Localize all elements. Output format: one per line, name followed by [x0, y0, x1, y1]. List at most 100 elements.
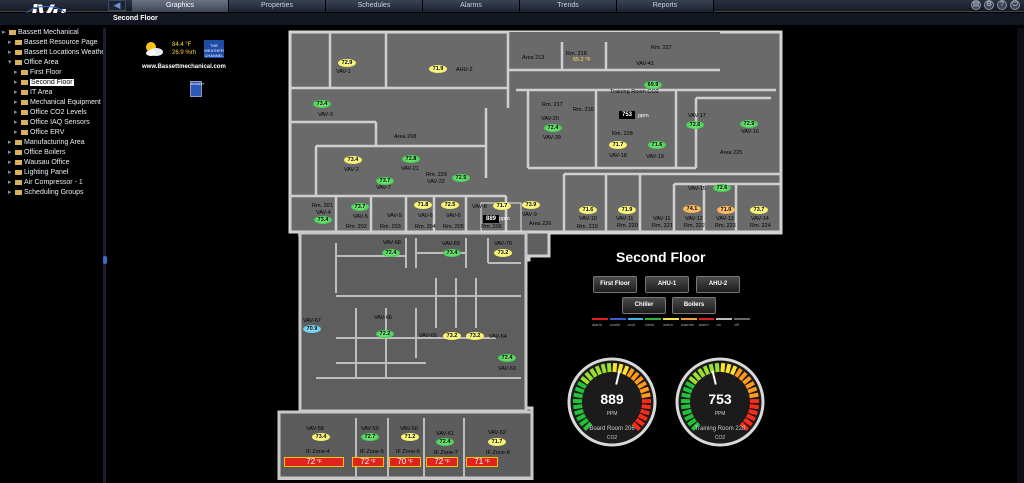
room-label: VAV-67: [303, 318, 321, 324]
collapse-handle-icon[interactable]: [103, 256, 107, 264]
expand-icon[interactable]: ▸: [14, 119, 18, 126]
expand-icon[interactable]: ▸: [8, 139, 12, 146]
temperature-pill[interactable]: 71.6: [579, 206, 597, 214]
temperature-pill[interactable]: 72.4: [544, 124, 562, 132]
help-icon[interactable]: ?: [997, 0, 1007, 10]
temperature-pill[interactable]: 73.4: [344, 156, 362, 164]
temperature-pill[interactable]: 72.7: [361, 433, 379, 441]
temperature-pill[interactable]: 72.2: [376, 330, 394, 338]
temperature-pill[interactable]: 73.2: [466, 332, 484, 340]
temperature-pill[interactable]: 74.1: [683, 205, 701, 213]
zone-temperature[interactable]: 71 °F: [466, 457, 498, 467]
tab-schedules[interactable]: Schedules: [326, 0, 423, 12]
temperature-pill[interactable]: 73.4: [443, 249, 461, 257]
temperature-pill[interactable]: 72.9: [740, 120, 758, 128]
temperature-pill[interactable]: 71.8: [414, 201, 432, 209]
expand-icon[interactable]: ▸: [8, 39, 12, 46]
tree-item[interactable]: ▸Bassett Mechanical: [2, 28, 79, 38]
zone-temperature[interactable]: 72 °F: [284, 457, 344, 467]
expand-icon[interactable]: ▸: [8, 149, 12, 156]
expand-icon[interactable]: ▸: [14, 129, 18, 136]
temperature-pill[interactable]: 70.9: [303, 325, 321, 333]
temperature-pill[interactable]: 72.4: [382, 249, 400, 257]
temperature-pill[interactable]: 69.9: [644, 81, 662, 89]
tab-properties[interactable]: Properties: [229, 0, 326, 12]
tree-item[interactable]: ▸IT Area: [14, 88, 52, 98]
sidebar-splitter[interactable]: [103, 28, 107, 483]
temperature-pill[interactable]: 72.5: [452, 174, 470, 182]
temperature-pill[interactable]: 73.4: [313, 100, 331, 108]
temperature-pill[interactable]: 73.7: [376, 177, 394, 185]
tree-item[interactable]: ▸Bassett Resource Page: [8, 38, 98, 48]
expand-icon[interactable]: ▸: [8, 189, 12, 196]
chiller-button[interactable]: Chiller: [622, 297, 666, 314]
tab-alarms[interactable]: Alarms: [423, 0, 520, 12]
temperature-pill[interactable]: 73.2: [443, 332, 461, 340]
tree-item[interactable]: ▸Scheduling Groups: [8, 188, 84, 198]
temperature-pill[interactable]: 73.4: [314, 216, 332, 224]
temperature-pill[interactable]: 71.9: [429, 65, 447, 73]
tree-item[interactable]: ▸Second Floor: [14, 78, 74, 88]
zone-temperature[interactable]: 72 °F: [426, 457, 458, 467]
temperature-pill[interactable]: 71.6: [648, 141, 666, 149]
expand-icon[interactable]: ▸: [8, 159, 12, 166]
tree-item[interactable]: ▸Air Compressor - 1: [8, 178, 83, 188]
temperature-pill[interactable]: 72.8: [402, 155, 420, 163]
tab-graphics[interactable]: Graphics: [132, 0, 229, 12]
temperature-pill[interactable]: 71.7: [488, 438, 506, 446]
temperature-pill[interactable]: 71.7: [493, 202, 511, 210]
tree-item[interactable]: ▸Bassett Locations Weathe: [8, 48, 105, 58]
expand-icon[interactable]: ▸: [14, 79, 18, 86]
expand-icon[interactable]: ▸: [14, 69, 18, 76]
temperature-pill[interactable]: 71.9: [618, 206, 636, 214]
tree-item[interactable]: ▸Manufacturing Area: [8, 138, 85, 148]
temperature-pill[interactable]: 72.4: [498, 354, 516, 362]
tree-item[interactable]: ▸First Floor: [14, 68, 62, 78]
temperature-pill[interactable]: 73.9: [522, 201, 540, 209]
expand-icon[interactable]: ▸: [14, 99, 18, 106]
weather-channel-logo[interactable]: THE WEATHER CHANNEL: [204, 40, 224, 58]
temperature-pill[interactable]: 72.4: [436, 438, 454, 446]
temperature-pill[interactable]: 73.7: [750, 206, 768, 214]
tree-item[interactable]: ▾Office Area: [8, 58, 59, 68]
tree-item[interactable]: ▸Office ERV: [14, 128, 64, 138]
tree-item[interactable]: ▸Office IAQ Sensors: [14, 118, 90, 128]
website-link[interactable]: www.Bassettmechanical.com: [142, 64, 226, 70]
temperature-pill[interactable]: 71.7: [609, 141, 627, 149]
tree-item[interactable]: ▸Lighting Panel: [8, 168, 68, 178]
tree-item[interactable]: ▸Office Boilers: [8, 148, 66, 158]
zone-temperature[interactable]: 72 °F: [352, 457, 384, 467]
temperature-pill[interactable]: 72.5: [441, 201, 459, 209]
collapse-icon[interactable]: ▾: [8, 59, 12, 66]
back-arrow-icon[interactable]: ◀: [108, 0, 126, 11]
expand-icon[interactable]: ▸: [8, 169, 12, 176]
print-icon[interactable]: ▤: [971, 0, 981, 10]
expand-icon[interactable]: ▸: [14, 109, 18, 116]
expand-icon[interactable]: ▸: [14, 89, 18, 96]
ahu2-button[interactable]: AHU-2: [696, 276, 740, 293]
logout-icon[interactable]: ⏻: [1010, 0, 1020, 10]
tree-item[interactable]: ▸Office CO2 Levels: [14, 108, 87, 118]
tree-item[interactable]: ▸Wausau Office: [8, 158, 70, 168]
temperature-pill[interactable]: 72.9: [338, 59, 356, 67]
gauge-scale-segment: [742, 376, 752, 385]
temperature-pill[interactable]: 71.2: [401, 433, 419, 441]
zone-temperature[interactable]: 70 °F: [389, 457, 421, 467]
temperature-pill[interactable]: 72.6: [686, 121, 704, 129]
temperature-pill[interactable]: 73.7: [351, 203, 369, 211]
folder-icon: [15, 59, 22, 65]
expand-icon[interactable]: ▸: [8, 49, 12, 56]
boilers-button[interactable]: Boilers: [672, 297, 716, 314]
tab-reports[interactable]: Reports: [617, 0, 714, 12]
temperature-pill[interactable]: 71.0: [717, 206, 735, 214]
expand-icon[interactable]: ▸: [2, 29, 6, 36]
temperature-pill[interactable]: 73.4: [312, 433, 330, 441]
ahu1-button[interactable]: AHU-1: [645, 276, 689, 293]
temperature-pill[interactable]: 72.6: [713, 184, 731, 192]
tab-trends[interactable]: Trends: [520, 0, 617, 12]
expand-icon[interactable]: ▸: [8, 179, 12, 186]
tree-item[interactable]: ▸Mechanical Equipment: [14, 98, 101, 108]
first-floor-button[interactable]: First Floor: [593, 276, 637, 293]
temperature-pill[interactable]: 73.2: [494, 249, 512, 257]
settings-icon[interactable]: ⚙: [984, 0, 994, 10]
